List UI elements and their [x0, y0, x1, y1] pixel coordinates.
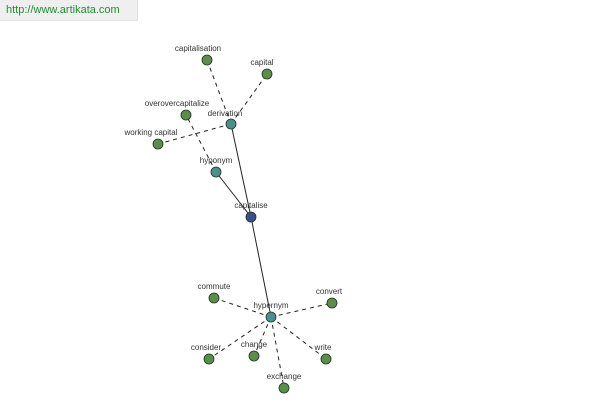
labels-layer: capitalise derivation hyponym hypernym capit… [124, 44, 343, 381]
node-capitalise[interactable] [245, 211, 257, 223]
node-overcapitalize[interactable] [180, 109, 192, 121]
node-label-capitalise[interactable]: capitalise [234, 201, 268, 210]
node-derivation[interactable] [225, 118, 237, 130]
node-commute[interactable] [208, 292, 220, 304]
node-label-commute[interactable]: commute [198, 282, 231, 291]
node-label-hypernym[interactable]: hypernym [253, 301, 288, 310]
node-label-change[interactable]: change [241, 340, 268, 349]
edge-capitalise-hypernym [250, 216, 272, 318]
edge-hypernym-convert [270, 302, 333, 318]
node-hypernym[interactable] [265, 311, 277, 323]
node-write[interactable] [320, 353, 332, 365]
edge-capitalise-derivation [230, 123, 252, 218]
edge-hyponym-overcapitalize [185, 114, 217, 173]
node-convert[interactable] [326, 297, 338, 309]
node-label-write[interactable]: write [314, 343, 332, 352]
node-capitalisation[interactable] [201, 54, 213, 66]
node-consider[interactable] [203, 353, 215, 365]
node-label-overcapitalize[interactable]: overovercapitalize [145, 99, 210, 108]
edge-derivation-capitalisation [206, 59, 232, 125]
node-exchange[interactable] [278, 382, 290, 394]
node-label-hyponym[interactable]: hyponym [200, 156, 233, 165]
node-working-capital[interactable] [152, 138, 164, 150]
edge-hypernym-write [270, 316, 327, 360]
edge-capitalise-hyponym [215, 171, 252, 218]
node-change[interactable] [248, 350, 260, 362]
edge-hypernym-change [253, 316, 272, 357]
node-label-working-capital[interactable]: working capital [124, 128, 178, 137]
node-label-exchange[interactable]: exchange [267, 372, 302, 381]
node-capital[interactable] [261, 68, 273, 80]
node-hyponym[interactable] [210, 166, 222, 178]
node-label-derivation[interactable]: derivation [208, 109, 243, 118]
node-label-consider[interactable]: consider [191, 343, 222, 352]
node-label-capital[interactable]: capital [250, 58, 273, 67]
nodes-layer [152, 54, 338, 394]
edge-hypernym-commute [213, 297, 272, 318]
node-label-capitalisation[interactable]: capitalisation [175, 44, 221, 53]
edges-layer [157, 59, 333, 389]
edge-derivation-capital [230, 73, 268, 125]
node-label-convert[interactable]: convert [316, 287, 343, 296]
site-url: http://www.artikata.com [6, 4, 120, 16]
edge-hypernym-consider [208, 316, 272, 360]
site-watermark: http://www.artikata.com [0, 0, 138, 21]
